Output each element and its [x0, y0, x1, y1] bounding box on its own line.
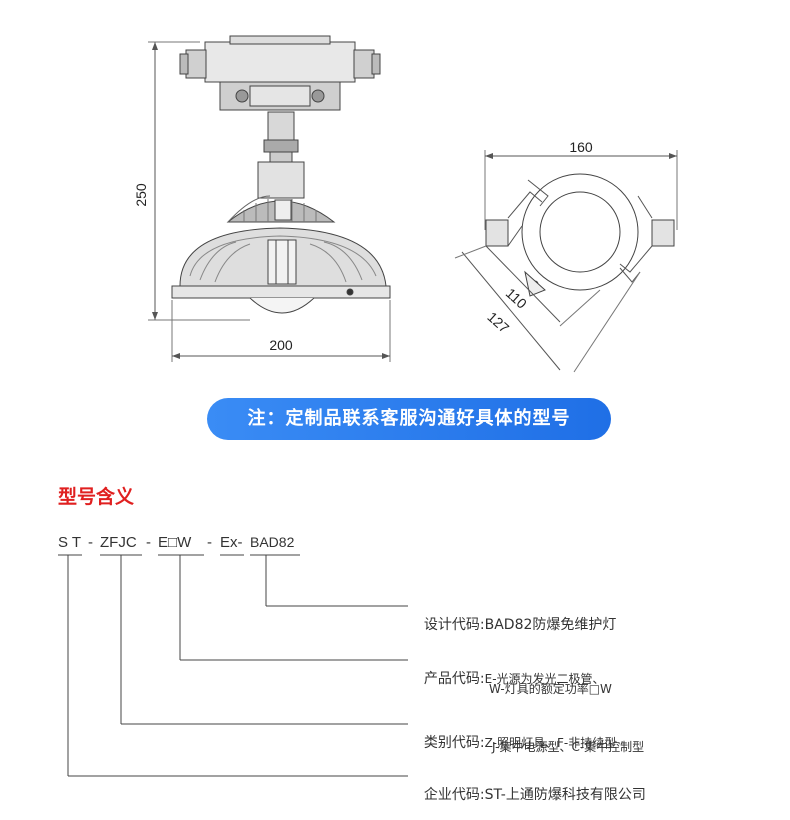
code-design: BAD82 — [250, 534, 295, 550]
product-code-desc: 产品代码:E-光源为发光二极管、 — [415, 652, 605, 688]
model-meaning-title: 型号含义 — [58, 486, 135, 508]
product-code-label: 产品代码: — [423, 671, 485, 687]
code-product: E□W — [158, 534, 192, 551]
code-enterprise: S T — [58, 534, 82, 551]
inner-diagonal-label: 110 — [503, 285, 530, 312]
top-view-width-label: 160 — [569, 139, 593, 155]
code-ex: Ex- — [220, 534, 243, 551]
enterprise-code-text: ST-上通防爆科技有限公司 — [484, 787, 646, 803]
custom-order-note: 注：定制品联系客服沟通好具体的型号 — [207, 398, 611, 440]
category-code-desc: 类别代码:Z-照明灯具、F-非持续型 — [415, 716, 616, 752]
design-code-text: BAD82防爆免维护灯 — [484, 617, 617, 633]
code-separator: - — [146, 534, 151, 551]
code-category: ZFJC — [100, 534, 137, 551]
design-code-label: 设计代码: — [423, 617, 485, 633]
enterprise-code-label: 企业代码: — [423, 787, 485, 803]
technical-drawing: 250 200 160 110 127 — [133, 35, 678, 373]
category-code-sub: J-集中电源型、C-集中控制型 — [492, 740, 645, 754]
lamp-top-view — [454, 150, 678, 373]
product-code-text: E-光源为发光二极管、 — [484, 672, 605, 686]
outer-diagonal-label: 127 — [484, 309, 512, 337]
category-code-text: Z-照明灯具、F-非持续型 — [484, 736, 617, 750]
height-dimension-label: 250 — [133, 183, 149, 207]
code-separator: - — [207, 534, 212, 551]
code-separator: - — [88, 534, 93, 551]
product-code-sub: W-灯具的额定功率□W — [489, 682, 612, 696]
category-code-label: 类别代码: — [423, 735, 485, 751]
model-connector-lines — [58, 554, 408, 777]
design-code-desc: 设计代码:BAD82防爆免维护灯 — [415, 598, 617, 634]
lamp-front-view — [148, 35, 391, 362]
enterprise-code-desc: 企业代码:ST-上通防爆科技有限公司 — [415, 768, 646, 804]
width-dimension-label: 200 — [269, 337, 293, 353]
